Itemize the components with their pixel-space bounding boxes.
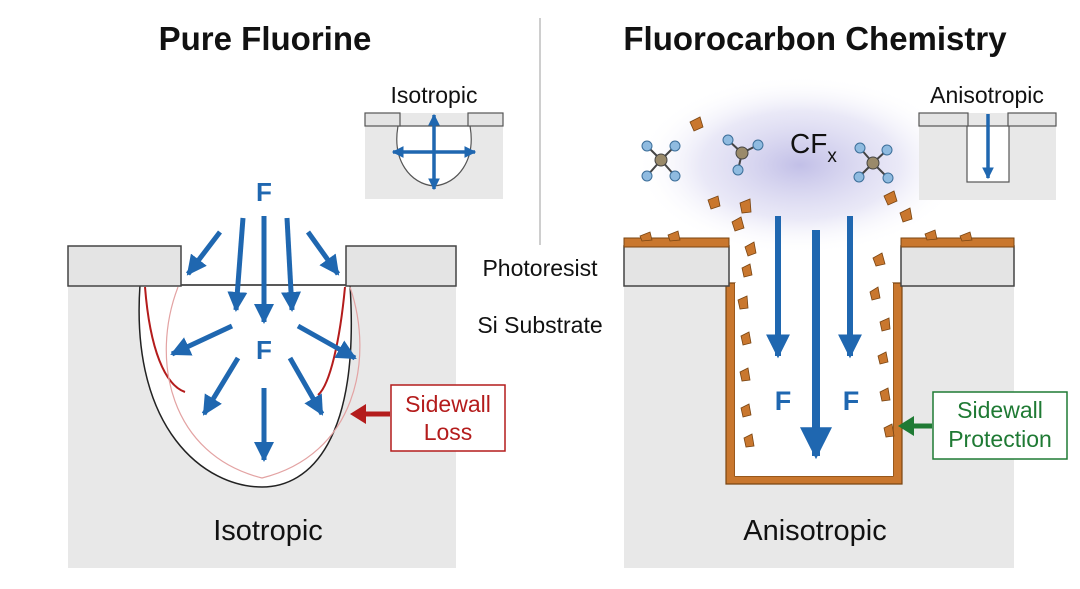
- sidewall-protection-box: [932, 391, 1068, 460]
- right-fluorine-label-right: F: [843, 386, 860, 416]
- anisotropic-inset-mask-right: [1007, 112, 1057, 127]
- sidewall-loss-box: [390, 384, 506, 452]
- isotropic-inset-mask-left: [364, 112, 401, 127]
- cfx-molecule-2: [722, 134, 764, 176]
- cfx-molecule-1: [641, 140, 681, 182]
- left-photoresist-left: [67, 245, 182, 287]
- right-panel: Fluorocarbon Chemistry: [623, 20, 1068, 568]
- left-panel: Pure Fluorine F F: [67, 20, 506, 568]
- sidewall-loss-line2: Loss: [424, 419, 473, 445]
- polymer-on-resist-right: [900, 237, 1015, 248]
- right-bottom-label: Anisotropic: [743, 515, 886, 547]
- sidewall-loss-line1: Sidewall: [405, 391, 491, 417]
- anisotropic-inset-mask-left: [918, 112, 969, 127]
- left-photoresist-right: [345, 245, 457, 287]
- sidewall-protection-line1: Sidewall: [957, 397, 1043, 423]
- anisotropic-inset: Anisotropic: [918, 82, 1057, 200]
- cfx-label-main: CF: [790, 128, 827, 159]
- sidewall-protection-line2: Protection: [948, 426, 1052, 452]
- left-fluorine-label-mid: F: [256, 335, 272, 365]
- right-directional-arrows: [766, 216, 862, 460]
- substrate-label: Si Substrate: [477, 312, 602, 338]
- sidewall-loss-outline: [144, 286, 346, 396]
- sidewall-loss-arrowhead: [350, 404, 366, 424]
- isotropic-inset: Isotropic: [364, 82, 504, 199]
- left-bottom-label: Isotropic: [213, 515, 323, 547]
- polymer-flakes: [639, 116, 973, 448]
- right-title: Fluorocarbon Chemistry: [623, 20, 1007, 57]
- right-photoresist-right: [900, 245, 1015, 287]
- cfx-label-subscript: x: [827, 146, 837, 167]
- plasma-glow: [635, 75, 965, 255]
- right-photoresist-left: [623, 245, 730, 287]
- isotropic-inset-mask-right: [467, 112, 504, 127]
- undercut-profile: [165, 286, 361, 479]
- cfx-molecule-3: [853, 142, 894, 184]
- isotropic-inset-label: Isotropic: [391, 82, 478, 108]
- photoresist-label: Photoresist: [482, 255, 598, 281]
- sidewall-protection-arrowhead: [898, 416, 914, 436]
- isotropic-inset-arrows: [391, 113, 477, 191]
- right-fluorine-label-left: F: [775, 386, 792, 416]
- cfx-label: CFx: [790, 128, 837, 167]
- left-fluorine-label-top: F: [256, 177, 272, 207]
- left-radial-arrows: [170, 323, 357, 462]
- left-title: Pure Fluorine: [159, 20, 372, 57]
- left-top-arrows: [186, 216, 341, 324]
- anisotropic-inset-label: Anisotropic: [930, 82, 1044, 108]
